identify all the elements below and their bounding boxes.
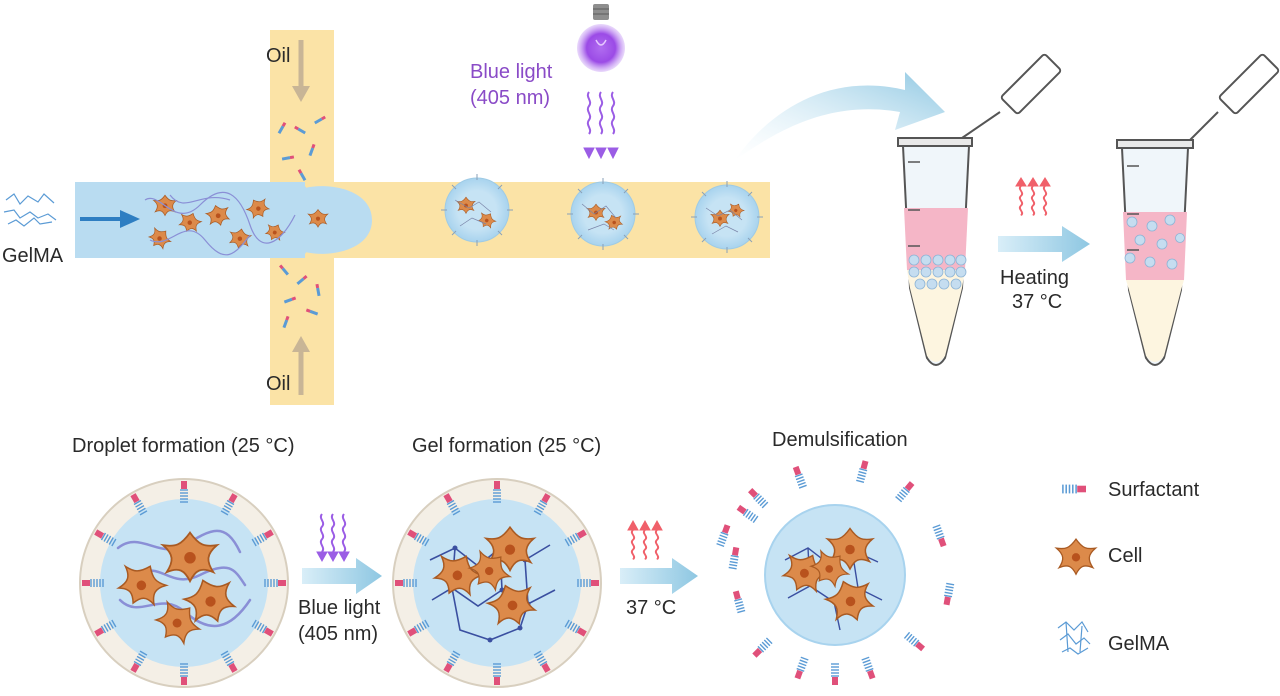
heat-waves-bottom — [627, 519, 663, 561]
light-waves-top — [583, 91, 619, 160]
heat-waves-top — [1015, 177, 1051, 217]
heating-label-line1: Heating — [1000, 267, 1069, 289]
heating-label-line2: 37 °C — [1012, 291, 1062, 313]
droplet-formation-title: Droplet formation (25 °C) — [72, 435, 295, 457]
gelma-network-icon — [3, 193, 57, 227]
droplet-ticks — [441, 174, 763, 253]
light-waves-bottom — [316, 513, 350, 563]
legend: Surfactant Cell GelMA — [1055, 479, 1200, 655]
blue-light-label-line1: Blue light — [470, 61, 553, 83]
blue-light-label-line2: (405 nm) — [470, 87, 550, 109]
legend-gelma-label: GelMA — [1108, 633, 1170, 655]
gelma-flow-arrow — [80, 210, 140, 228]
transfer-arrow — [735, 72, 945, 160]
step-arrow-1 — [302, 558, 382, 594]
blue-light-bottom-line2: (405 nm) — [298, 623, 378, 645]
oil-label-top: Oil — [266, 45, 290, 67]
legend-cell-label: Cell — [1108, 545, 1142, 567]
lightbulb-icon — [577, 4, 625, 72]
step-arrow-2 — [620, 558, 698, 594]
legend-surfactant-icon — [1062, 483, 1087, 495]
heating-arrow — [998, 226, 1090, 262]
droplet-formation-illustration — [79, 478, 289, 688]
gelma-input-label: GelMA — [2, 245, 64, 267]
demulsification-illustration — [715, 459, 955, 686]
gel-formation-illustration — [392, 478, 602, 688]
microfluidic-chip: Oil Oil — [2, 30, 770, 405]
forming-droplet — [300, 186, 372, 254]
oil-label-bottom: Oil — [266, 373, 290, 395]
inlet-polymer — [144, 192, 296, 256]
legend-gelma-icon — [1057, 621, 1091, 655]
legend-cell-icon — [1055, 538, 1097, 575]
oil-flow-arrow-bottom — [292, 336, 310, 395]
droplet-polymer — [454, 199, 743, 235]
tube-before-heating — [897, 53, 1062, 366]
gel-formation-title: Gel formation (25 °C) — [412, 435, 601, 457]
tube-after-heating — [1116, 53, 1280, 366]
demulsification-title: Demulsification — [772, 429, 908, 451]
legend-surfactant-label: Surfactant — [1108, 479, 1200, 501]
blue-light-bottom-line1: Blue light — [298, 597, 381, 619]
temp-bottom-label: 37 °C — [626, 597, 676, 619]
oil-flow-arrow-top — [292, 40, 310, 102]
